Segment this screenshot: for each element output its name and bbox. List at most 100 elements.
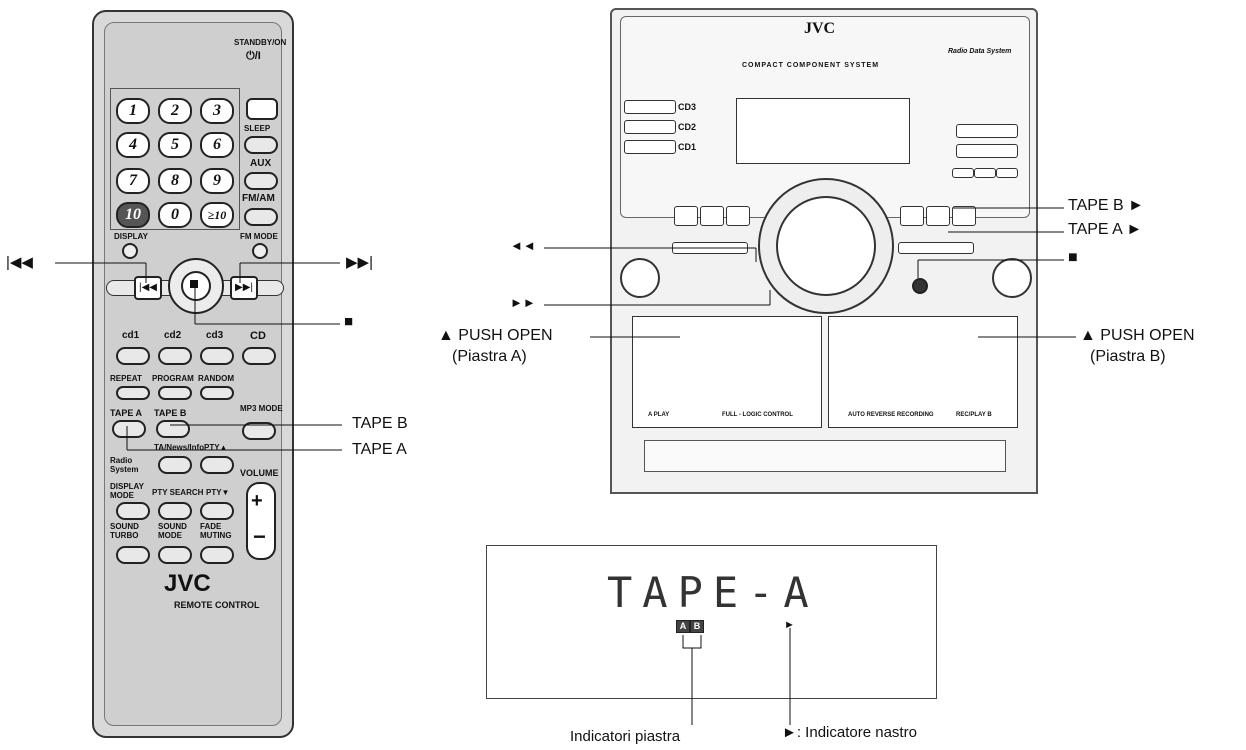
callout-skip-back: |◀◀ [6, 254, 33, 271]
callout-tape-indicator: ►: Indicatore nastro [782, 724, 917, 741]
deck-b-rec-label: REC/PLAY B [956, 412, 992, 418]
sound-turbo-button[interactable] [116, 546, 150, 564]
callout-rewind: ◄◄ [510, 238, 536, 253]
callout-push-open-b: ▲ PUSH OPEN [1080, 327, 1195, 344]
pty-down-button[interactable] [200, 502, 234, 520]
fmam-label: FM/AM [242, 193, 275, 204]
num-key-10[interactable]: 10 [116, 202, 150, 228]
deck-a-button-1[interactable] [674, 206, 698, 226]
volume-down-icon: − [253, 524, 266, 549]
unit-system-label: COMPACT COMPONENT SYSTEM [742, 62, 880, 69]
right-port [992, 258, 1032, 298]
repeat-button[interactable] [116, 386, 150, 400]
standby-button[interactable] [246, 98, 278, 120]
deck-b-info-label: AUTO REVERSE RECORDING [848, 412, 934, 418]
callout-piastra-b: (Piastra B) [1090, 348, 1166, 365]
deck-a-button-2[interactable] [700, 206, 724, 226]
aux-label: AUX [250, 158, 272, 169]
volume-rocker[interactable] [246, 482, 276, 560]
callout-deck-indicators: Indicatori piastra [570, 728, 681, 745]
num-key-5[interactable]: 5 [158, 132, 192, 158]
sound-mode-button[interactable] [158, 546, 192, 564]
sleep-button[interactable] [244, 136, 278, 154]
num-key-3[interactable]: 3 [200, 98, 234, 124]
unit-stop-button[interactable] [912, 278, 928, 294]
skip-forward-button[interactable]: ▶▶| [230, 276, 258, 300]
cd2-slot[interactable] [624, 120, 676, 134]
deck-a-indicator: A [676, 620, 690, 633]
num-key-7[interactable]: 7 [116, 168, 150, 194]
stop-icon [190, 280, 198, 288]
deck-a-button-3[interactable] [726, 206, 750, 226]
fmam-button[interactable] [244, 208, 278, 226]
cd-play-button[interactable] [242, 347, 276, 365]
unit-display-window [736, 98, 910, 164]
tape-b-play-button[interactable] [952, 206, 976, 226]
sound-turbo-label: SOUND TURBO [110, 522, 139, 540]
tape-a-play-button[interactable] [926, 206, 950, 226]
num-key-9[interactable]: 9 [200, 168, 234, 194]
cd3-button[interactable] [200, 347, 234, 365]
callout-tape-a-play: TAPE A ► [1068, 221, 1143, 238]
cd-label: CD [250, 330, 266, 342]
unit-right-button-2[interactable] [956, 144, 1018, 158]
tape-a-label: TAPE A [110, 408, 143, 418]
radio-system-label: Radio System [110, 456, 139, 474]
cd2-label: cd2 [164, 330, 182, 341]
pty-search-button[interactable] [158, 502, 192, 520]
tape-indicator-icon: ► [784, 619, 795, 631]
ta-news-label: TA/News/Info [154, 443, 205, 452]
fm-mode-label: FM MODE [240, 232, 278, 241]
deck-a-info-label: FULL - LOGIC CONTROL [722, 412, 793, 418]
num-key-6[interactable]: 6 [200, 132, 234, 158]
display-label: DISPLAY [114, 232, 148, 241]
num-key-8[interactable]: 8 [158, 168, 192, 194]
fm-mode-button[interactable] [252, 243, 268, 259]
pty-down-label: PTY▼ [206, 488, 230, 497]
cd1-button[interactable] [116, 347, 150, 365]
mp3-mode-button[interactable] [242, 422, 276, 440]
leader-deck-bracket [682, 635, 702, 649]
unit-rds-label: Radio Data System [948, 48, 1012, 55]
sleep-label: SLEEP [244, 124, 271, 133]
program-button[interactable] [158, 386, 192, 400]
unit-right-button-1[interactable] [956, 124, 1018, 138]
callout-remote-tape-b: TAPE B [352, 415, 408, 432]
pty-up-label: PTY▲ [204, 443, 228, 452]
cd3-label: CD3 [678, 102, 697, 112]
cd3-slot[interactable] [624, 100, 676, 114]
cd2-button[interactable] [158, 347, 192, 365]
callout-remote-stop: ■ [344, 313, 354, 330]
cd1-slot[interactable] [624, 140, 676, 154]
pty-up-button[interactable] [200, 456, 234, 474]
cd3-label: cd3 [206, 330, 224, 341]
callout-remote-tape-a: TAPE A [352, 441, 407, 458]
num-key-0[interactable]: 0 [158, 202, 192, 228]
display-button[interactable] [122, 243, 138, 259]
num-key-1[interactable]: 1 [116, 98, 150, 124]
fade-muting-button[interactable] [200, 546, 234, 564]
unit-small-button-2[interactable] [974, 168, 996, 178]
num-key-2[interactable]: 2 [158, 98, 192, 124]
cd1-label: cd1 [122, 330, 140, 341]
volume-knob[interactable] [776, 196, 876, 296]
unit-small-button-1[interactable] [952, 168, 974, 178]
pty-search-label: PTY SEARCH [152, 488, 204, 497]
display-mode-button[interactable] [116, 502, 150, 520]
tape-a-button[interactable] [112, 420, 146, 438]
deck-b-button-1[interactable] [900, 206, 924, 226]
random-button[interactable] [200, 386, 234, 400]
unit-small-button-3[interactable] [996, 168, 1018, 178]
fade-muting-label: FADE MUTING [200, 522, 232, 540]
ta-news-button[interactable] [158, 456, 192, 474]
aux-button[interactable] [244, 172, 278, 190]
display-mode-label: DISPLAY MODE [110, 482, 144, 500]
program-label: PROGRAM [152, 374, 194, 383]
skip-back-button[interactable]: |◀◀ [134, 276, 162, 300]
num-key-10plus[interactable]: ≥10 [200, 202, 234, 228]
ffwd-strip[interactable] [898, 242, 974, 254]
num-key-4[interactable]: 4 [116, 132, 150, 158]
callout-tape-b-play: TAPE B ► [1068, 197, 1144, 214]
left-port [620, 258, 660, 298]
